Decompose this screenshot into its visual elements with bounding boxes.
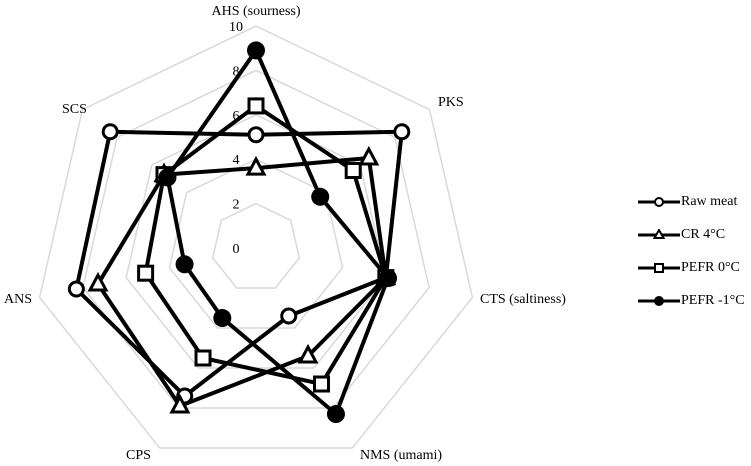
tick-label: 2 xyxy=(233,198,240,213)
grid-ring xyxy=(211,202,301,289)
axis-label: SCS xyxy=(62,102,87,117)
axis-labels: AHS (sourness) PKS CTS (saltiness) NMS (uma… xyxy=(4,4,566,463)
tick-label: 6 xyxy=(233,109,240,124)
legend-label: CR 4°C xyxy=(681,227,726,242)
tick-label: 0 xyxy=(233,242,240,257)
axis-label: PKS xyxy=(438,95,464,110)
open-triangle-marker-icon xyxy=(638,229,680,239)
grid-ring xyxy=(125,113,387,369)
axis-label: AHS (sourness) xyxy=(211,4,300,19)
axis-label: NMS (umami) xyxy=(360,448,442,463)
grid-ring xyxy=(82,69,430,409)
grid-ring xyxy=(38,25,474,449)
legend-label: PEFR -1°C xyxy=(681,293,745,308)
tick-label: 4 xyxy=(233,153,240,168)
series-cr-4-c xyxy=(87,145,397,414)
legend-item-raw-meat: Raw meat xyxy=(638,192,737,212)
legend-item-cr-4c: CR 4°C xyxy=(638,225,725,245)
radar-grid xyxy=(38,25,474,449)
radar-tick-labels: 0 2 4 6 8 10 xyxy=(229,20,243,257)
filled-circle-marker-icon xyxy=(638,296,680,306)
axis-label: ANS xyxy=(4,292,32,307)
legend-item-pefr-0c: PEFR 0°C xyxy=(638,258,740,278)
tick-label: 8 xyxy=(233,64,240,79)
axis-label: CTS (saltiness) xyxy=(480,292,566,307)
series-pefr-1-c xyxy=(158,41,398,424)
axis-label: CPS xyxy=(126,448,151,463)
open-circle-marker-icon xyxy=(638,197,680,207)
series-pefr-0-c xyxy=(137,97,395,393)
open-square-marker-icon xyxy=(638,263,680,273)
tick-label: 10 xyxy=(229,20,243,35)
data-series xyxy=(67,41,411,424)
legend-label: Raw meat xyxy=(681,194,738,209)
legend-item-pefr-minus1c: PEFR -1°C xyxy=(638,291,745,311)
legend-label: PEFR 0°C xyxy=(681,260,740,275)
